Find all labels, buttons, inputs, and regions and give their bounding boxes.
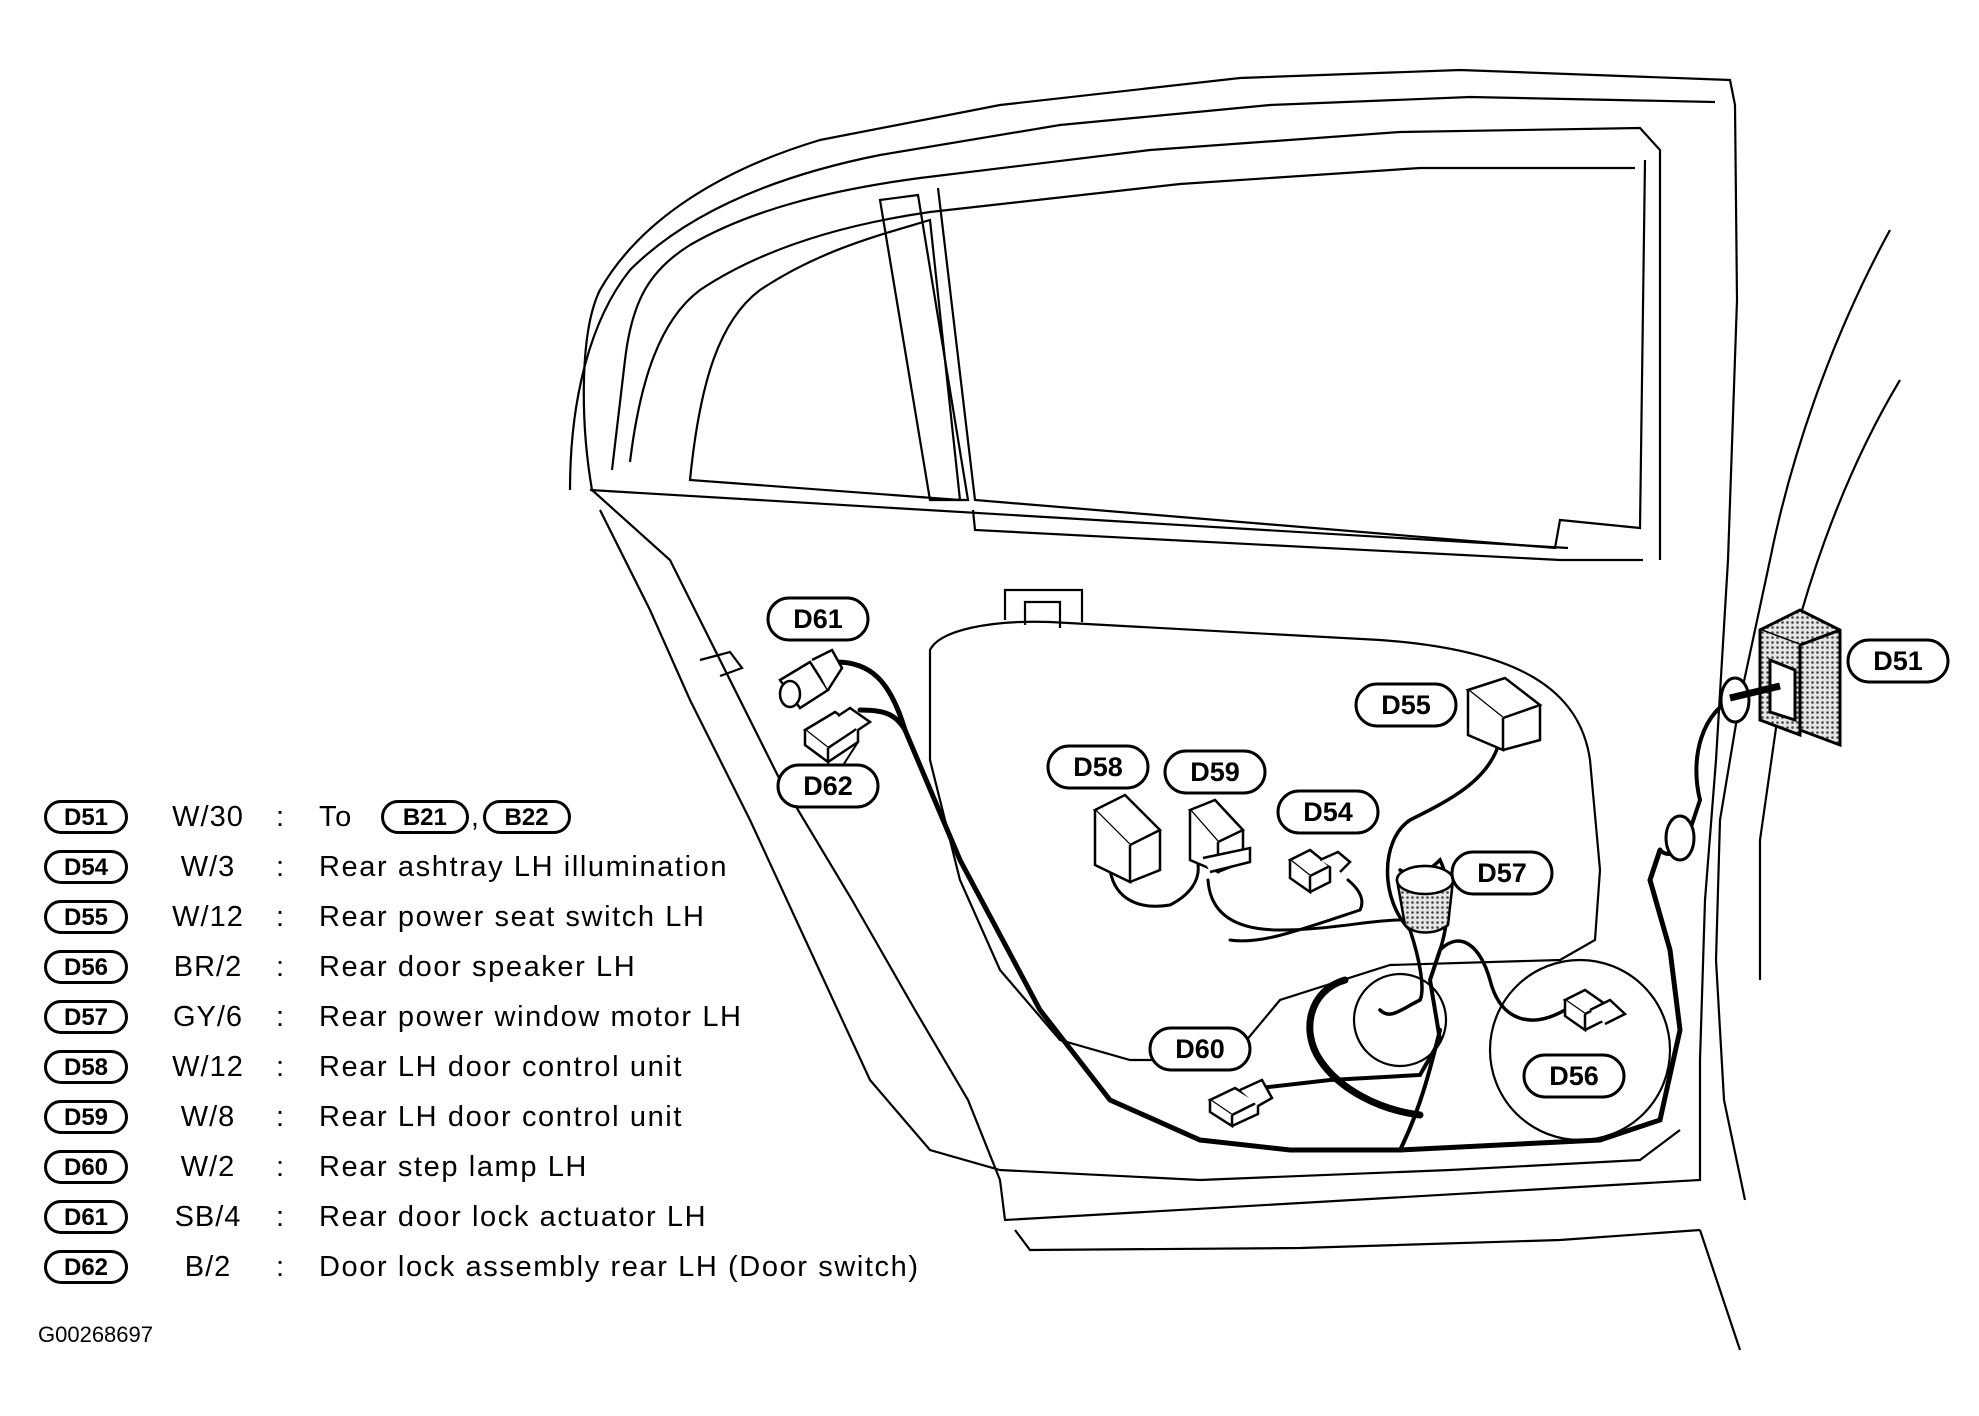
legend-colon: : bbox=[276, 851, 285, 883]
legend-id: D62 bbox=[44, 1250, 128, 1284]
legend-colon: : bbox=[276, 901, 285, 933]
legend-colon: : bbox=[276, 1201, 285, 1233]
connector-d57 bbox=[1395, 864, 1455, 934]
legend-id: D55 bbox=[44, 900, 128, 934]
legend-id: D59 bbox=[44, 1100, 128, 1134]
callout-d58: D58 bbox=[1073, 752, 1123, 782]
legend-description: Rear power seat switch LH bbox=[319, 901, 706, 933]
legend-wire-code: W/30 bbox=[172, 801, 244, 833]
legend-colon: : bbox=[276, 1151, 285, 1183]
connector-d56 bbox=[1562, 988, 1628, 1033]
callout-d54: D54 bbox=[1303, 797, 1353, 827]
callout-labels: D61 D62 D58 D59 D54 D55 D57 D60 D56 D51 bbox=[793, 604, 1923, 1091]
callout-ovals bbox=[766, 596, 1950, 1099]
legend-wire-code: W/8 bbox=[180, 1101, 236, 1133]
legend-id: D61 bbox=[44, 1200, 128, 1234]
legend-colon: : bbox=[276, 1101, 285, 1133]
connector-d62 bbox=[802, 706, 873, 765]
legend-to-label: To bbox=[319, 801, 353, 833]
callout-d57: D57 bbox=[1477, 858, 1527, 888]
connector-d51 bbox=[1729, 608, 1842, 748]
legend-wire-code: W/2 bbox=[180, 1151, 236, 1183]
legend-description: Rear LH door control unit bbox=[319, 1101, 683, 1133]
legend-wire-code: SB/4 bbox=[174, 1201, 242, 1233]
connector-d55 bbox=[1465, 676, 1543, 752]
callout-d62: D62 bbox=[803, 771, 853, 801]
legend-id: D54 bbox=[44, 850, 128, 884]
legend-description: Rear ashtray LH illumination bbox=[319, 851, 729, 883]
connector-d60 bbox=[1207, 1078, 1274, 1129]
callout-d61: D61 bbox=[793, 604, 843, 634]
door-outline bbox=[568, 68, 1739, 1252]
callout-d56: D56 bbox=[1549, 1061, 1599, 1091]
callout-d51: D51 bbox=[1873, 646, 1923, 676]
callout-d55: D55 bbox=[1381, 690, 1431, 720]
legend-description: Rear LH door control unit bbox=[319, 1051, 683, 1083]
legend-description: Door lock assembly rear LH (Door switch) bbox=[319, 1251, 920, 1283]
legend-wire-code: W/12 bbox=[172, 1051, 244, 1083]
body-pillar bbox=[1698, 229, 1901, 1351]
legend-description: Rear power window motor LH bbox=[319, 1001, 743, 1033]
legend-id: D57 bbox=[44, 1000, 128, 1034]
legend-wire-code: BR/2 bbox=[173, 951, 243, 983]
legend-wire-code: W/12 bbox=[172, 901, 244, 933]
connector-d59 bbox=[1187, 798, 1252, 874]
legend-ref-b21: B21 bbox=[380, 800, 469, 834]
legend-id: D56 bbox=[44, 950, 128, 984]
legend-id: D51 bbox=[44, 800, 128, 834]
legend-wire-code: B/2 bbox=[184, 1251, 232, 1283]
legend-description: Rear door lock actuator LH bbox=[319, 1201, 708, 1233]
legend-colon: : bbox=[276, 951, 285, 983]
legend-id: D60 bbox=[44, 1150, 128, 1184]
legend-colon: : bbox=[276, 1251, 285, 1283]
legend-wire-code: W/3 bbox=[180, 851, 236, 883]
legend-id: D58 bbox=[44, 1050, 128, 1084]
grommets bbox=[1664, 676, 1751, 862]
connector-d54 bbox=[1287, 848, 1352, 895]
figure-code: G00268697 bbox=[38, 1322, 153, 1347]
legend-wire-code: GY/6 bbox=[172, 1001, 244, 1033]
legend-colon: : bbox=[276, 1001, 285, 1033]
callout-d59: D59 bbox=[1190, 757, 1240, 787]
legend-ref-b22: B22 bbox=[482, 800, 571, 834]
legend-description: To B21,B22 bbox=[319, 800, 571, 834]
legend-ref-separator: , bbox=[470, 801, 481, 833]
callout-d60: D60 bbox=[1175, 1034, 1225, 1064]
legend-description: Rear door speaker LH bbox=[319, 951, 637, 983]
connector-d58 bbox=[1092, 793, 1163, 884]
legend-colon: : bbox=[276, 1051, 285, 1083]
connector-d61 bbox=[778, 648, 844, 710]
legend-description: Rear step lamp LH bbox=[319, 1151, 588, 1183]
legend-colon: : bbox=[276, 801, 285, 833]
